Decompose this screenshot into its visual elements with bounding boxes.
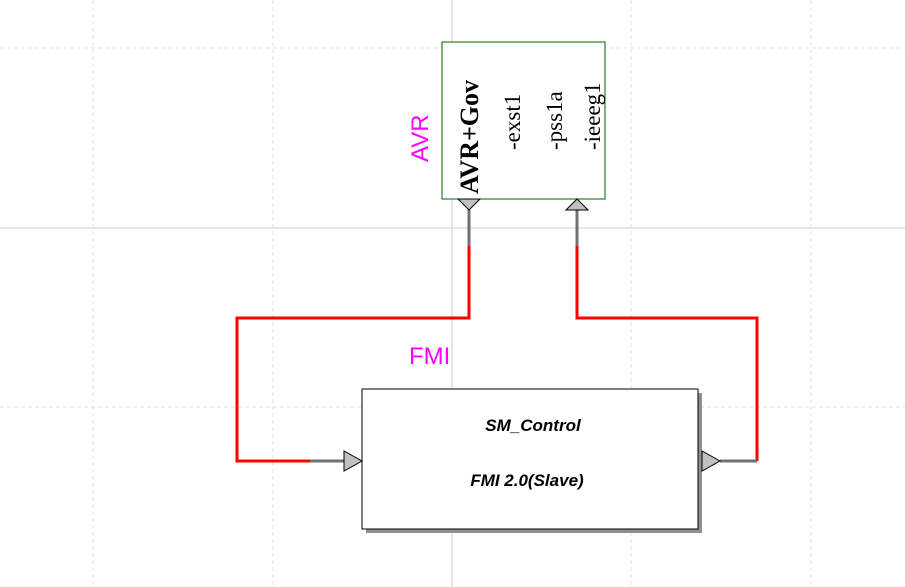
fmi-input-port[interactable] (343, 450, 364, 472)
wire-fmi-to-avr[interactable] (575, 210, 759, 463)
fmi-block-type: FMI 2.0(Slave) (470, 471, 584, 490)
wire-avr-to-fmi[interactable] (235, 210, 471, 463)
avr-output-port[interactable] (456, 198, 482, 211)
fmi-label: FMI (409, 343, 450, 370)
avr-block-line: -ieeeg1 (580, 82, 605, 150)
avr-block[interactable]: AVR AVR+Gov -exst1 -pss1a -ieeeg1 (407, 41, 606, 211)
avr-label: AVR (407, 114, 434, 162)
avr-block-line: -exst1 (500, 94, 525, 150)
fmi-block-frame[interactable] (361, 388, 699, 530)
avr-block-title: AVR+Gov (455, 80, 484, 194)
avr-block-frame[interactable] (441, 41, 606, 200)
fmi-output-port[interactable] (701, 450, 722, 472)
fmi-block[interactable]: SM_Control FMI 2.0(Slave) (343, 388, 722, 533)
fmi-block-name: SM_Control (485, 416, 582, 435)
avr-input-port[interactable] (564, 198, 590, 211)
avr-block-line: -pss1a (542, 91, 567, 150)
